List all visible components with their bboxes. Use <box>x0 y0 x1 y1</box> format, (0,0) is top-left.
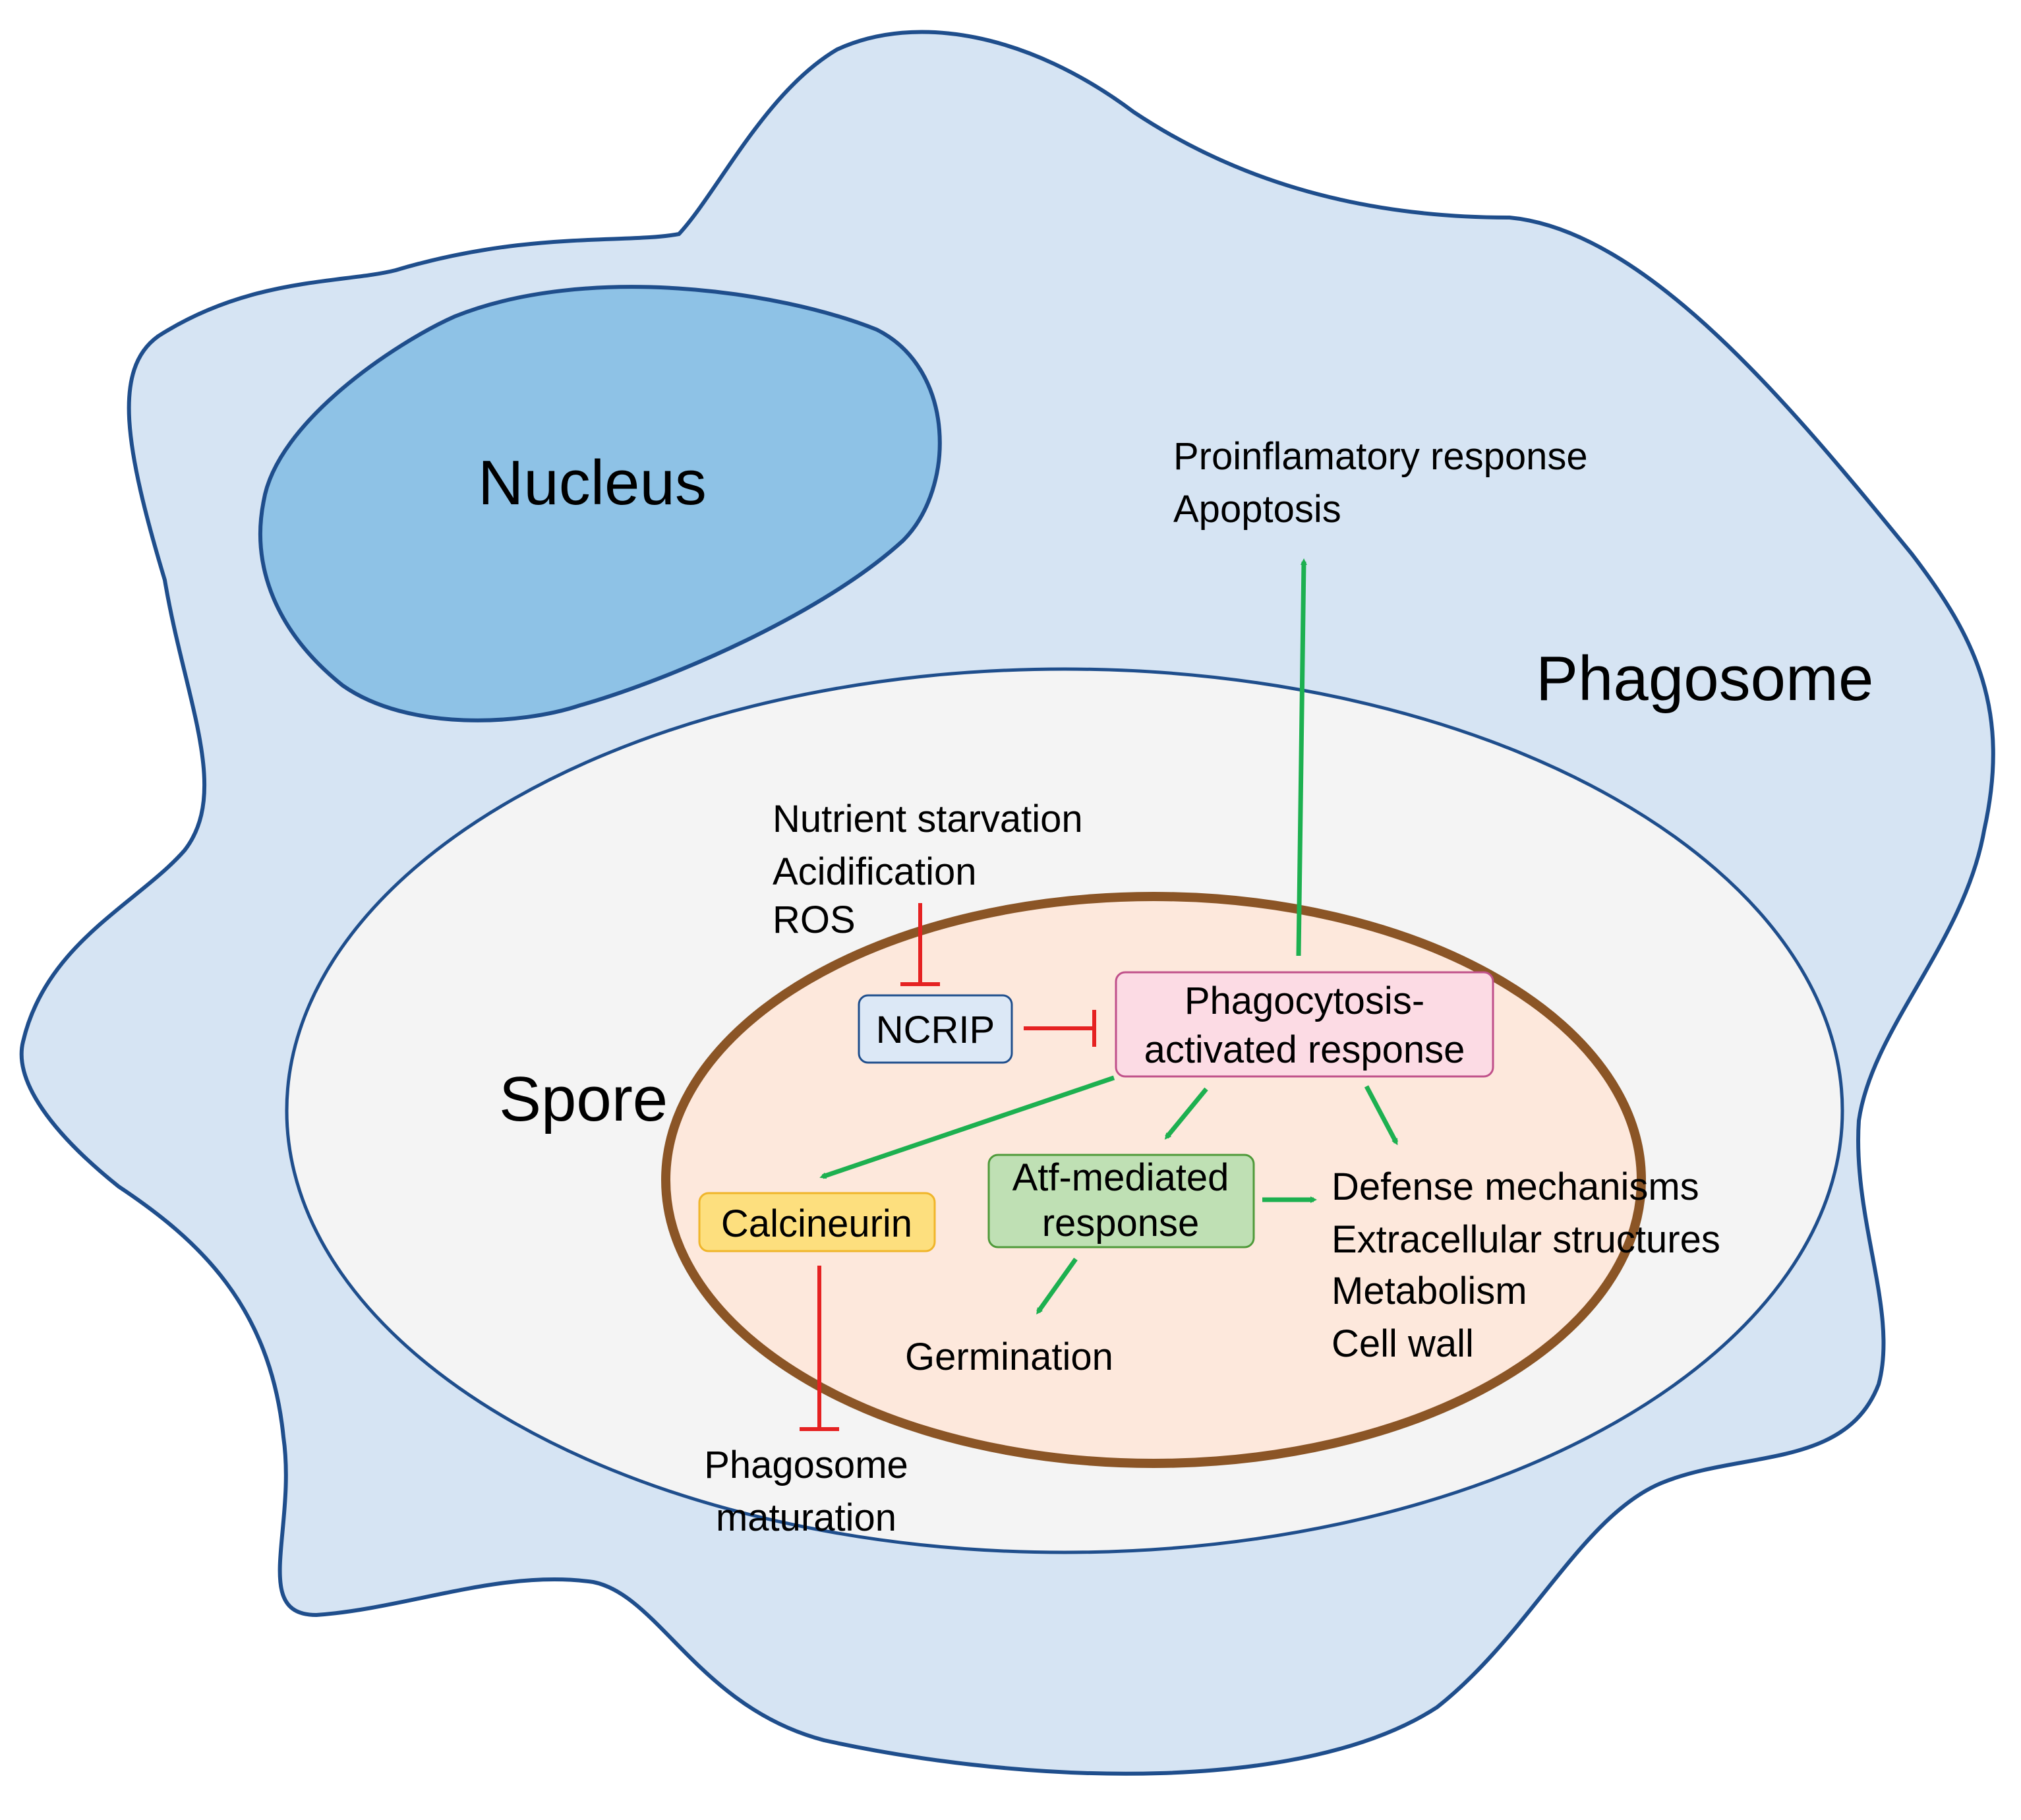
arrow-par-to-host <box>1296 558 1307 956</box>
atf-label-line1: Atf-mediated <box>1012 1156 1229 1199</box>
calcineurin-label: Calcineurin <box>721 1202 912 1245</box>
atf-label-line2: response <box>1042 1202 1200 1245</box>
par-label-line2: activated response <box>1144 1028 1465 1071</box>
defense-mechanisms-text: Defense mechanisms <box>1332 1165 1699 1208</box>
proinflammatory-response-text: Proinflamatory response <box>1173 435 1588 478</box>
calcineurin-box <box>698 1192 936 1252</box>
ncrip-node: NCRIP <box>858 994 1013 1064</box>
nutrient-starvation-text: Nutrient starvation <box>773 798 1083 840</box>
phagosome-label: Phagosome <box>1536 643 1873 714</box>
ncrip-label: NCRIP <box>876 1009 995 1051</box>
nucleus <box>258 285 942 722</box>
par-label-line1: Phagocytosis- <box>1185 980 1424 1022</box>
atf-mediated-response-node: Atf-mediated response <box>987 1154 1255 1248</box>
arrow-atf-to-germination <box>1036 1257 1078 1315</box>
phagocytosis-activated-response-node: Phagocytosis- activated response <box>1115 971 1494 1078</box>
arrow-par-to-targets <box>1364 1085 1399 1146</box>
atf-box <box>987 1154 1255 1248</box>
inhibition-lines <box>800 903 1096 1431</box>
ros-text: ROS <box>773 898 856 941</box>
arrow-par-to-atf <box>1164 1087 1208 1140</box>
arrow-par-to-calcineurin <box>819 1075 1115 1179</box>
acidification-text: Acidification <box>773 850 976 893</box>
apoptosis-text: Apoptosis <box>1173 488 1341 531</box>
extracellular-structures-text: Extracellular structures <box>1332 1218 1720 1261</box>
phagosome-maturation-line1: Phagosome <box>704 1444 908 1486</box>
par-box <box>1115 971 1494 1078</box>
phagosome-maturation-line2: maturation <box>716 1496 896 1539</box>
activation-arrows <box>819 558 1399 1315</box>
ncrip-box <box>858 994 1013 1064</box>
cell-wall-text: Cell wall <box>1332 1322 1474 1365</box>
nucleus-label: Nucleus <box>478 448 707 518</box>
metabolism-text: Metabolism <box>1332 1270 1527 1312</box>
calcineurin-node: Calcineurin <box>698 1192 936 1252</box>
spore-label: Spore <box>499 1064 668 1134</box>
germination-text: Germination <box>905 1336 1113 1378</box>
